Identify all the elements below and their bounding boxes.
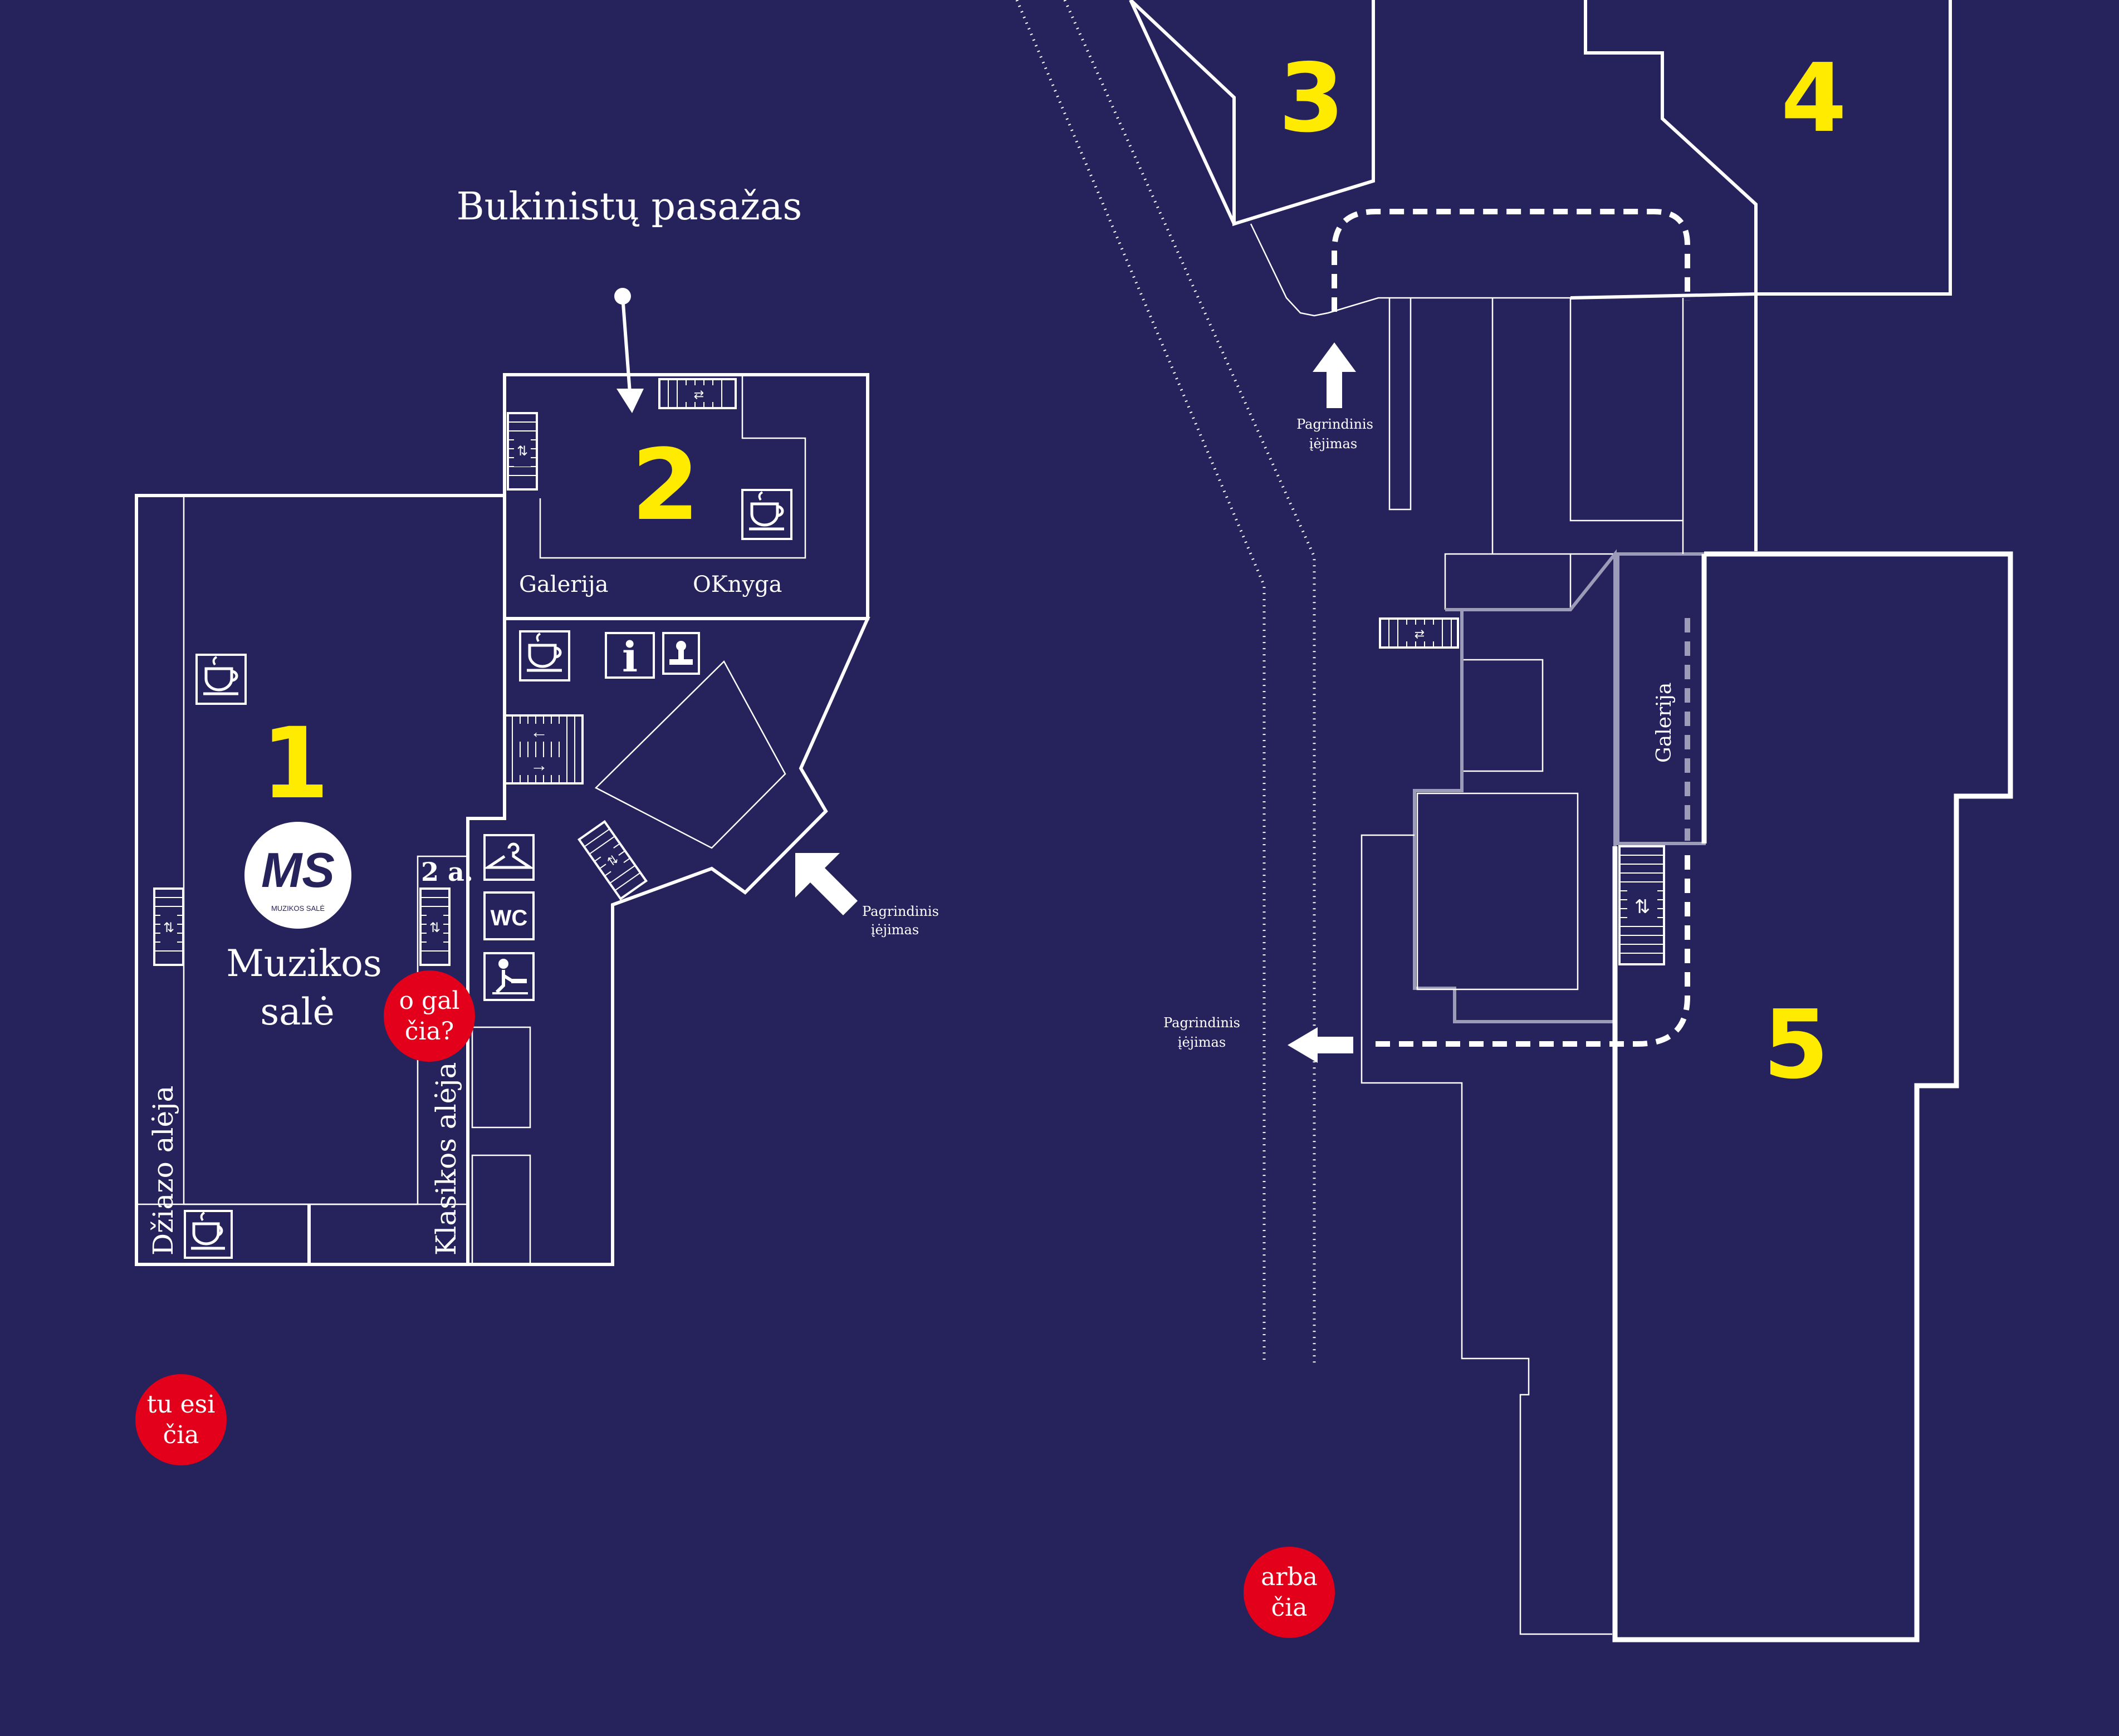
wc-icon: WC [483, 891, 535, 940]
building-5-outline [1612, 551, 2013, 1642]
svg-text:čia: čia [163, 1421, 199, 1449]
coffee-cup-icon [195, 654, 247, 705]
street-pointer [614, 288, 644, 413]
escalator-icon: ← → [503, 714, 584, 784]
railway-lines [1015, 0, 1316, 1364]
coffee-cup-icon [184, 1210, 233, 1259]
central-structures [1250, 223, 1756, 1635]
muzikos-sale-label-line1: Muzikos [226, 942, 382, 985]
you-are-here-marker: tu esi čia [135, 1374, 227, 1465]
svg-text:čia: čia [1271, 1593, 1308, 1622]
svg-text:⇄: ⇄ [694, 388, 704, 401]
logo-letters: MS [261, 842, 335, 898]
building-2-number: 2 [632, 428, 699, 542]
street-label: Bukinistų pasažas [457, 185, 802, 229]
svg-text:arba: arba [1261, 1563, 1318, 1591]
coffee-cup-icon [741, 489, 792, 540]
muzikos-sale-label-line2: salė [260, 990, 334, 1033]
info-icon: i [605, 632, 655, 681]
escalator-icon: ⇅ [1618, 845, 1665, 965]
galerija-label-building-2: Galerija [519, 572, 608, 597]
building-1-number: 1 [261, 707, 329, 821]
escalator-icon: ⇄ [658, 378, 737, 409]
building-3-outline [1129, 0, 1375, 227]
entrance-label-mid-line2: įėjimas [1178, 1034, 1226, 1050]
svg-text:⇅: ⇅ [1634, 896, 1651, 918]
building-1-outline [135, 494, 870, 1266]
walking-route [1332, 209, 1690, 1047]
svg-text:WC: WC [491, 906, 528, 930]
coffee-cup-icon [519, 630, 570, 681]
entrance-label-top-line1: Pagrindinis [1296, 416, 1373, 432]
or-maybe-here-marker: o gal čia? [384, 970, 475, 1062]
entrance-arrow-icon [1313, 342, 1356, 408]
logo-subtitle: MUZIKOS SALĖ [271, 904, 325, 913]
svg-text:tu esi: tu esi [147, 1390, 216, 1419]
building-3-number: 3 [1279, 43, 1344, 154]
svg-text:⇅: ⇅ [163, 920, 174, 935]
svg-text:⇅: ⇅ [517, 444, 528, 459]
floor-2a-label: 2 a. [421, 857, 473, 887]
klasikos-aleja-label: Klasikos alėja [430, 1062, 462, 1256]
entrance-arrow-icon [795, 853, 858, 915]
entrance-label-left-line1: Pagrindinis [862, 904, 939, 919]
baby-changing-icon [483, 952, 535, 1001]
pointer-arrowhead-icon [616, 389, 644, 413]
escalator-icon: ⇅ [419, 887, 451, 966]
entrance-label-top-line2: įėjimas [1309, 436, 1357, 452]
stamp-icon [662, 632, 700, 675]
escalator-icon: ⇅ [507, 412, 538, 491]
escalator-icon: ⇅ [153, 887, 184, 966]
building-4-outline [1584, 0, 1952, 551]
escalator-icon: ⇄ [1379, 617, 1459, 649]
escalator-icon: ⇅ [577, 820, 648, 901]
svg-text:→: → [530, 755, 548, 775]
galerija-label-building-5: Galerija [1653, 683, 1676, 763]
svg-text:o gal: o gal [399, 987, 460, 1015]
hanger-icon [483, 834, 535, 881]
svg-text:⇅: ⇅ [429, 920, 441, 935]
svg-text:⇄: ⇄ [1415, 627, 1425, 641]
svg-text:i: i [622, 634, 638, 681]
building-4-number: 4 [1781, 43, 1847, 154]
entrance-label-mid-line1: Pagrindinis [1163, 1015, 1240, 1031]
entrance-label-left-line2: įėjimas [871, 922, 919, 938]
or-here-marker: arba čia [1244, 1547, 1335, 1638]
entrance-arrow-icon [1288, 1027, 1353, 1063]
svg-text:←: ← [530, 722, 548, 742]
dziazo-aleja-label: Džiazo alėja [147, 1086, 179, 1256]
building-5-number: 5 [1763, 990, 1829, 1100]
svg-text:čia?: čia? [405, 1017, 454, 1046]
oknyga-label: OKnyga [693, 572, 782, 597]
muzikos-sale-logo: MS MUZIKOS SALĖ [244, 822, 351, 929]
